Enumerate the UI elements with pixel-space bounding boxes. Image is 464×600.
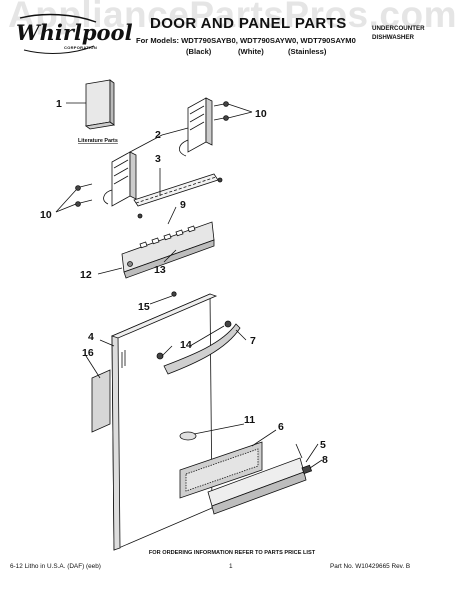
panel-clip (301, 464, 313, 475)
door-panel (110, 293, 218, 551)
callout-11: 11 (244, 414, 255, 426)
callout-10-right: 10 (255, 108, 267, 120)
callout-12: 12 (80, 269, 92, 281)
color-stainless: (Stainless) (288, 47, 327, 56)
brand-swoosh (19, 13, 97, 54)
strip-screw-left (137, 213, 143, 219)
leader-10b-2 (227, 111, 253, 119)
control-panel (121, 221, 215, 279)
callout-16: 16 (82, 347, 94, 359)
callout-9: 9 (180, 199, 186, 211)
leader-2a (129, 134, 163, 153)
callout-14: 14 (180, 339, 192, 351)
door-spacer (179, 431, 197, 441)
literature-parts-label: Literature Parts (78, 138, 118, 144)
door-handle (156, 320, 241, 375)
litho-info: 6-12 Litho in U.S.A. (DAF) (eeb) (10, 563, 101, 570)
color-white: (White) (238, 47, 264, 56)
hinge-screws-left (75, 183, 93, 207)
part-number: Part No. W10429665 Rev. B (330, 563, 411, 570)
leader-14a (161, 345, 173, 357)
callout-5: 5 (320, 439, 326, 451)
callout-6: 6 (278, 421, 284, 433)
product-type-line2: DISHWASHER (372, 34, 414, 41)
callout-8: 8 (322, 454, 328, 466)
leader-8 (309, 459, 323, 469)
whirlpool-logo: Whirlpool CORPORATION (14, 12, 133, 58)
leader-6 (251, 429, 277, 447)
callout-4: 4 (88, 331, 94, 343)
leader-10b-1 (227, 103, 253, 113)
models-line: For Models: WDT790SAYB0, WDT790SAYW0, WD… (136, 36, 356, 45)
callout-15: 15 (138, 301, 150, 313)
callout-7: 7 (250, 335, 256, 347)
leader-16 (85, 355, 101, 379)
leader-12 (97, 267, 123, 275)
leader-2b (161, 127, 189, 136)
page-number: 1 (229, 563, 233, 570)
callout-13: 13 (154, 264, 166, 276)
callout-10-left: 10 (40, 209, 52, 221)
callout-1: 1 (56, 98, 62, 110)
strip-screw-right (217, 177, 223, 183)
page-title: DOOR AND PANEL PARTS (150, 15, 347, 32)
callout-2: 2 (155, 129, 161, 141)
ordering-note: FOR ORDERING INFORMATION REFER TO PARTS … (148, 550, 316, 556)
leader-13 (163, 249, 177, 263)
callout-3: 3 (155, 153, 161, 165)
hinge-bracket-right (179, 97, 213, 157)
leader-9 (167, 206, 177, 225)
support-strip (133, 173, 219, 207)
color-black: (Black) (186, 47, 212, 56)
literature-pack (85, 79, 115, 130)
hinge-screws-right (213, 101, 229, 121)
leader-10a-1 (55, 189, 77, 213)
leader-11 (193, 423, 245, 435)
leader-14b (189, 325, 225, 347)
product-type: UNDERCOUNTER DISHWASHER (372, 24, 425, 42)
leader-5 (305, 443, 319, 463)
door-screw-top (171, 291, 177, 297)
vent-pad (179, 441, 263, 499)
hinge-bracket-left (103, 151, 137, 207)
toe-panel (207, 443, 307, 515)
leader-7 (235, 329, 247, 341)
leader-10a-2 (55, 203, 77, 213)
insulation-pad (91, 369, 111, 433)
brand-corporation: CORPORATION (64, 45, 98, 50)
leader-4 (99, 339, 115, 347)
leader-15 (149, 295, 173, 305)
product-type-line1: UNDERCOUNTER (372, 25, 425, 32)
brand-name: Whirlpool (16, 20, 133, 45)
